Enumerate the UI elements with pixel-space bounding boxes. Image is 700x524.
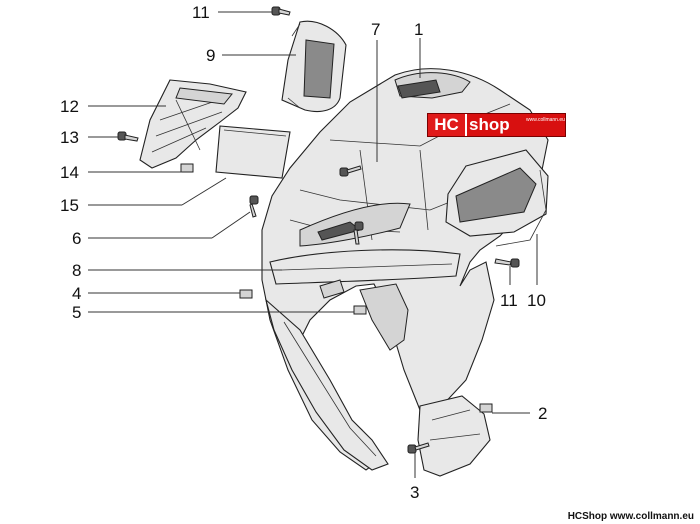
part-12-inner-cover xyxy=(139,79,247,169)
part-7-screw xyxy=(339,165,362,177)
callout-14: 14 xyxy=(60,163,79,182)
part-9-side-vent-panel xyxy=(281,20,347,113)
callout-10: 10 xyxy=(527,291,546,310)
callout-15: 15 xyxy=(60,196,79,215)
part-8-side-panel xyxy=(359,283,409,351)
callout-2: 2 xyxy=(538,404,547,423)
callout-1: 1 xyxy=(414,20,423,39)
leader-lines xyxy=(88,11,538,478)
callout-3: 3 xyxy=(410,483,419,502)
callout-11-top: 11 xyxy=(192,3,210,22)
callout-11-lower: 11 xyxy=(500,291,518,310)
footer-credit: HCShop www.collmann.eu xyxy=(567,511,694,522)
badge-url-text: www.collmann.eu xyxy=(526,117,565,123)
part-11-screw-lower xyxy=(494,258,520,268)
part-14-clip xyxy=(180,163,194,173)
part-2-spoiler xyxy=(417,395,493,477)
part-15-plate xyxy=(215,125,291,179)
part-8-lower-fairing xyxy=(264,298,389,471)
callout-9: 9 xyxy=(206,46,215,65)
callout-7: 7 xyxy=(371,20,380,39)
part-6-screw-centre xyxy=(353,221,364,245)
badge-shop-text: shop xyxy=(469,115,510,134)
part-5-clip xyxy=(353,305,367,315)
callout-5: 5 xyxy=(72,303,81,322)
part-13-screw xyxy=(117,131,139,142)
callout-6: 6 xyxy=(72,229,81,248)
part-10-right-vent-grille xyxy=(445,149,549,247)
callout-12: 12 xyxy=(60,97,79,116)
badge-hc-text: HC xyxy=(428,114,467,136)
callout-8: 8 xyxy=(72,261,81,280)
callout-4: 4 xyxy=(72,284,81,303)
part-3-screw xyxy=(407,442,430,454)
part-11-screw-top xyxy=(271,6,291,16)
callout-numbers: 11 9 7 1 12 13 14 15 6 8 4 5 11 10 2 3 xyxy=(60,3,547,502)
part-8-bracket xyxy=(319,279,345,299)
hcshop-watermark-badge: HC shop www.collmann.eu xyxy=(427,113,566,137)
part-4-clip xyxy=(239,289,253,299)
callout-13: 13 xyxy=(60,128,79,147)
part-6-screw xyxy=(249,195,259,218)
